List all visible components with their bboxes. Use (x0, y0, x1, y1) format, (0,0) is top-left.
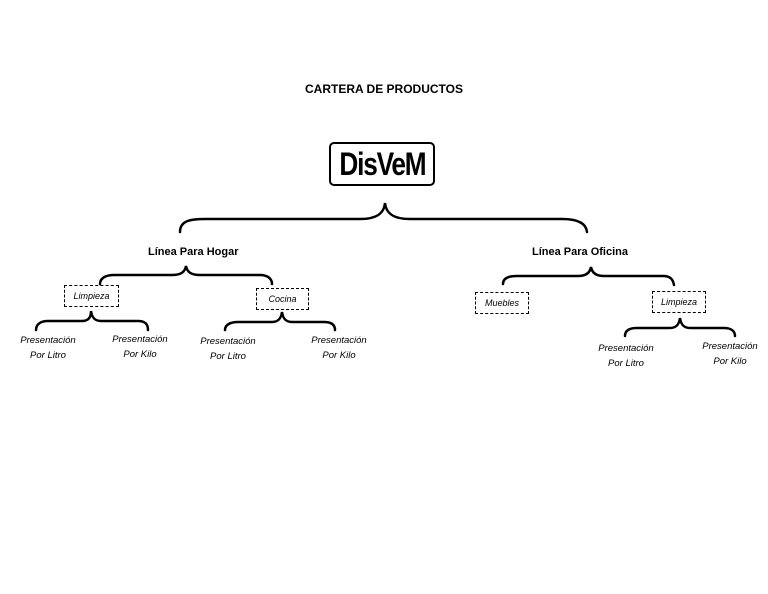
category-limpieza-hogar: Limpieza (64, 285, 119, 307)
main-brace (178, 202, 589, 234)
limpieza-hogar-brace (34, 310, 150, 332)
disvem-logo: DisVeM (329, 142, 435, 186)
category-muebles: Muebles (475, 292, 529, 314)
oficina-brace (501, 266, 676, 287)
limpieza-oficina-brace (623, 317, 737, 338)
hogar-brace (98, 265, 274, 286)
category-limpieza-oficina: Limpieza (652, 291, 706, 313)
line-oficina-title: Línea Para Oficina (532, 246, 628, 258)
logo-text: DisVeM (339, 145, 426, 182)
category-cocina: Cocina (256, 288, 309, 310)
page-title: CARTERA DE PRODUCTOS (304, 82, 463, 96)
line-hogar-title: Línea Para Hogar (148, 246, 239, 258)
cocina-brace (223, 311, 337, 332)
